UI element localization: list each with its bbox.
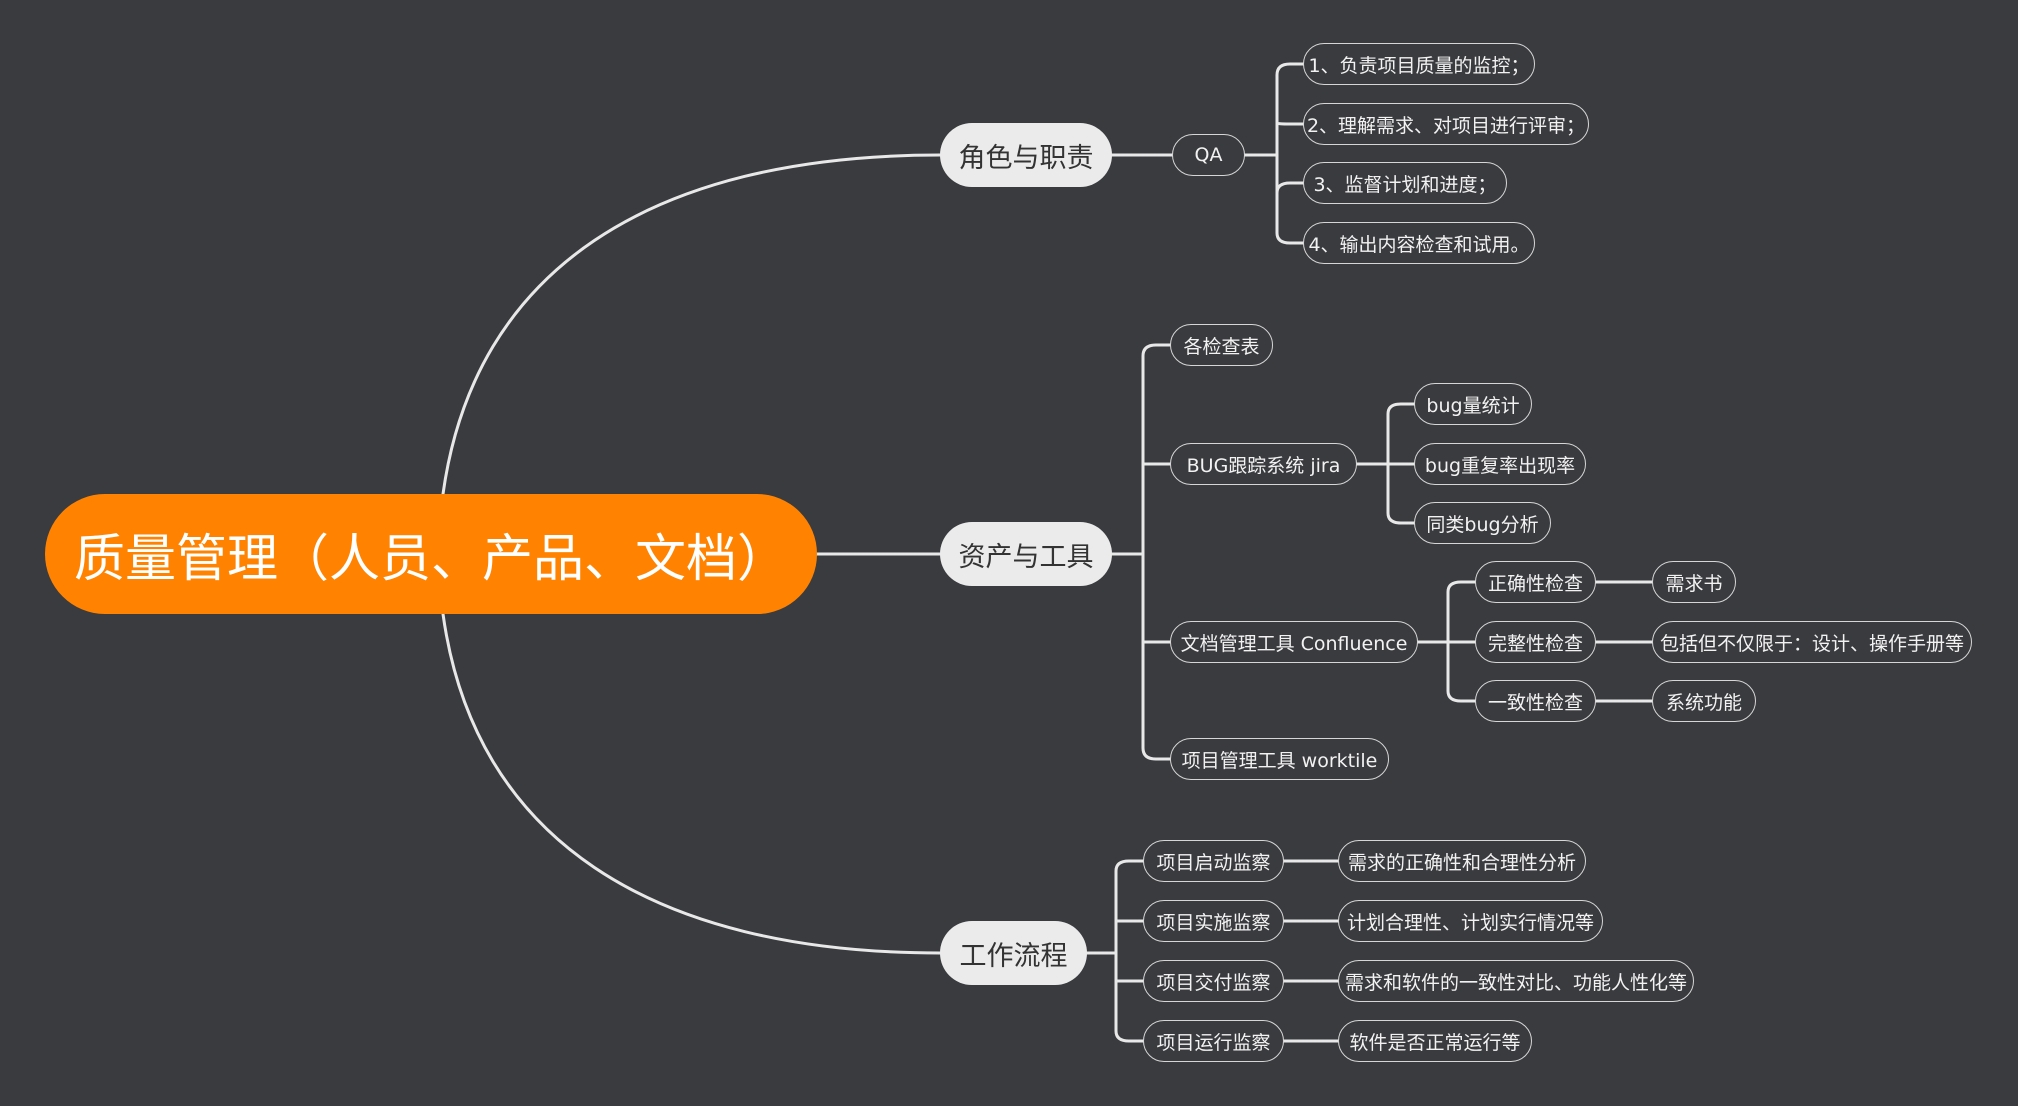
connector-workflow-items — [1085, 859, 1145, 1043]
qa-node[interactable]: QA — [1172, 134, 1245, 176]
checklist-node[interactable]: 各检查表 — [1170, 324, 1273, 366]
workflow-item[interactable]: 项目启动监察 — [1143, 840, 1284, 882]
confluence-check[interactable]: 正确性检查 — [1475, 561, 1596, 603]
branch-roles[interactable]: 角色与职责 — [940, 123, 1112, 187]
workflow-detail[interactable]: 需求的正确性和合理性分析 — [1338, 840, 1586, 882]
workflow-item[interactable]: 项目实施监察 — [1143, 900, 1284, 942]
qa-item[interactable]: 2、理解需求、对项目进行评审； — [1303, 103, 1589, 145]
connector-jira-items — [1355, 402, 1416, 525]
worktile-node[interactable]: 项目管理工具 worktile — [1170, 738, 1389, 780]
jira-item[interactable]: bug量统计 — [1414, 383, 1532, 425]
root-topic[interactable]: 质量管理（人员、产品、文档） — [45, 494, 817, 614]
jira-node[interactable]: BUG跟踪系统 jira — [1170, 443, 1357, 485]
branch-assets[interactable]: 资产与工具 — [940, 522, 1112, 586]
check-detail[interactable]: 包括但不仅限于：设计、操作手册等 — [1652, 621, 1972, 663]
connector-root-roles — [441, 153, 942, 496]
qa-item[interactable]: 4、输出内容检查和试用。 — [1303, 222, 1535, 264]
connector-confluence-checks — [1416, 580, 1477, 703]
workflow-item[interactable]: 项目交付监察 — [1143, 960, 1284, 1002]
connector-workflow-details — [1282, 859, 1340, 1043]
qa-item[interactable]: 1、负责项目质量的监控； — [1303, 43, 1535, 85]
check-detail[interactable]: 系统功能 — [1652, 680, 1756, 722]
connector-root-workflow — [441, 612, 942, 955]
branch-workflow[interactable]: 工作流程 — [940, 921, 1087, 985]
connector-assets-children — [1110, 343, 1172, 761]
jira-item[interactable]: 同类bug分析 — [1414, 502, 1551, 544]
connector-check-details — [1594, 580, 1654, 703]
check-detail[interactable]: 需求书 — [1652, 561, 1736, 603]
workflow-detail[interactable]: 需求和软件的一致性对比、功能人性化等 — [1338, 960, 1694, 1002]
workflow-item[interactable]: 项目运行监察 — [1143, 1020, 1284, 1062]
connector-qa-items — [1243, 62, 1305, 245]
workflow-detail[interactable]: 计划合理性、计划实行情况等 — [1338, 900, 1603, 942]
workflow-detail[interactable]: 软件是否正常运行等 — [1338, 1020, 1532, 1062]
jira-item[interactable]: bug重复率出现率 — [1414, 443, 1586, 485]
confluence-check[interactable]: 完整性检查 — [1475, 621, 1596, 663]
qa-item[interactable]: 3、监督计划和进度； — [1303, 162, 1507, 204]
confluence-node[interactable]: 文档管理工具 Confluence — [1170, 621, 1418, 663]
confluence-check[interactable]: 一致性检查 — [1475, 680, 1596, 722]
